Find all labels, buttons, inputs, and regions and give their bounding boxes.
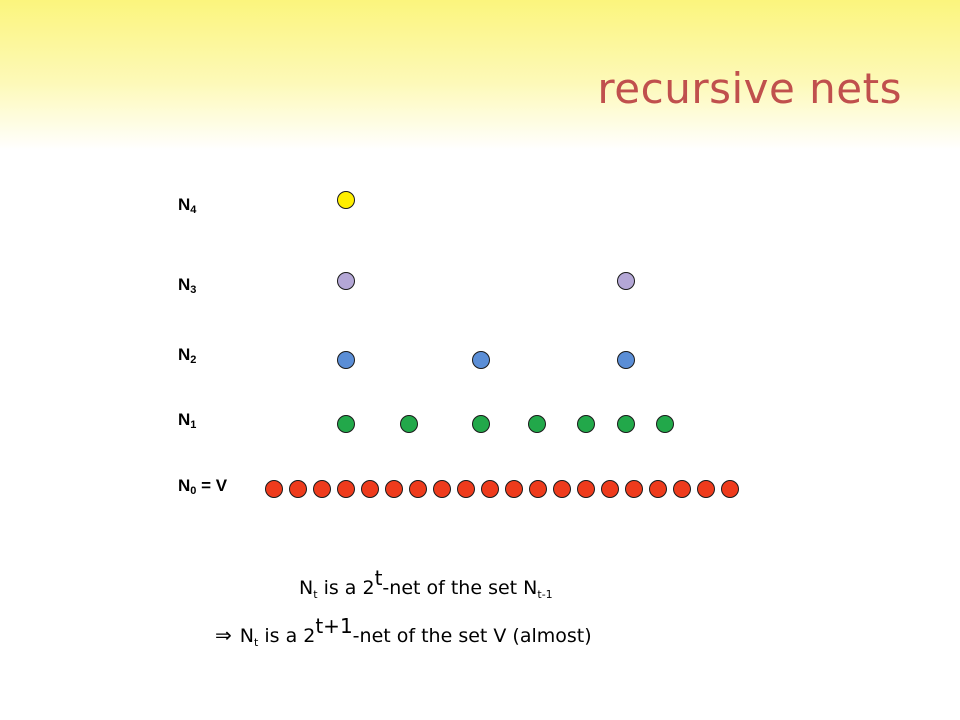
level-label-n3: N3 [178, 275, 196, 296]
point-n0-0 [265, 480, 283, 498]
point-n0-13 [577, 480, 595, 498]
point-n0-10 [505, 480, 523, 498]
caption-text: N [239, 625, 254, 647]
caption-text: is a 2 [258, 625, 316, 647]
label-subscript: 0 [190, 485, 197, 497]
label-base: N [178, 345, 191, 364]
point-n0-16 [649, 480, 667, 498]
point-n3-1 [617, 272, 635, 290]
point-n1-5 [617, 415, 635, 433]
caption-superscript: t+1 [315, 614, 353, 638]
point-n0-15 [625, 480, 643, 498]
point-n0-6 [409, 480, 427, 498]
point-n4-0 [337, 191, 355, 209]
caption-text: -net of the set N [382, 577, 538, 599]
caption-subscript: t [313, 588, 318, 601]
caption-net-definition: Nt is a 2t-net of the set Nt-1 [299, 566, 553, 601]
point-n0-3 [337, 480, 355, 498]
point-n0-2 [313, 480, 331, 498]
point-n0-18 [697, 480, 715, 498]
point-n1-6 [656, 415, 674, 433]
caption-text: -net of the set V (almost) [352, 625, 592, 647]
label-subscript: 1 [190, 419, 197, 431]
caption-subscript: t-1 [537, 588, 553, 601]
level-label-n2: N2 [178, 345, 196, 366]
label-base: N [178, 476, 191, 495]
point-n0-17 [673, 480, 691, 498]
point-n0-11 [529, 480, 547, 498]
point-n1-4 [577, 415, 595, 433]
point-n0-9 [481, 480, 499, 498]
slide-title: recursive nets [597, 64, 902, 113]
point-n0-7 [433, 480, 451, 498]
caption-subscript: t [253, 636, 259, 649]
point-n0-12 [553, 480, 571, 498]
label-base: N [178, 410, 191, 429]
point-n1-0 [337, 415, 355, 433]
caption-text: is a 2 [317, 577, 375, 599]
caption-implication: ⇒ Nt is a 2t+1-net of the set V (almost) [215, 614, 592, 649]
point-n1-1 [400, 415, 418, 433]
point-n2-2 [617, 351, 635, 369]
point-n2-1 [472, 351, 490, 369]
label-base: N [178, 195, 191, 214]
label-subscript: 2 [190, 354, 197, 366]
label-suffix: = V [196, 476, 228, 495]
caption-superscript: t [374, 566, 383, 590]
label-subscript: 3 [190, 284, 197, 296]
level-label-n0: N0 = V [178, 476, 227, 497]
point-n0-14 [601, 480, 619, 498]
point-n1-3 [528, 415, 546, 433]
point-n1-2 [472, 415, 490, 433]
label-base: N [178, 275, 191, 294]
point-n2-0 [337, 351, 355, 369]
level-label-n1: N1 [178, 410, 196, 431]
point-n0-1 [289, 480, 307, 498]
point-n3-0 [337, 272, 355, 290]
header-band [0, 0, 960, 150]
point-n0-5 [385, 480, 403, 498]
level-label-n4: N4 [178, 195, 196, 216]
point-n0-4 [361, 480, 379, 498]
caption-text: N [299, 577, 314, 599]
point-n0-19 [721, 480, 739, 498]
label-subscript: 4 [190, 204, 197, 216]
implies-arrow-icon: ⇒ [215, 623, 232, 647]
point-n0-8 [457, 480, 475, 498]
